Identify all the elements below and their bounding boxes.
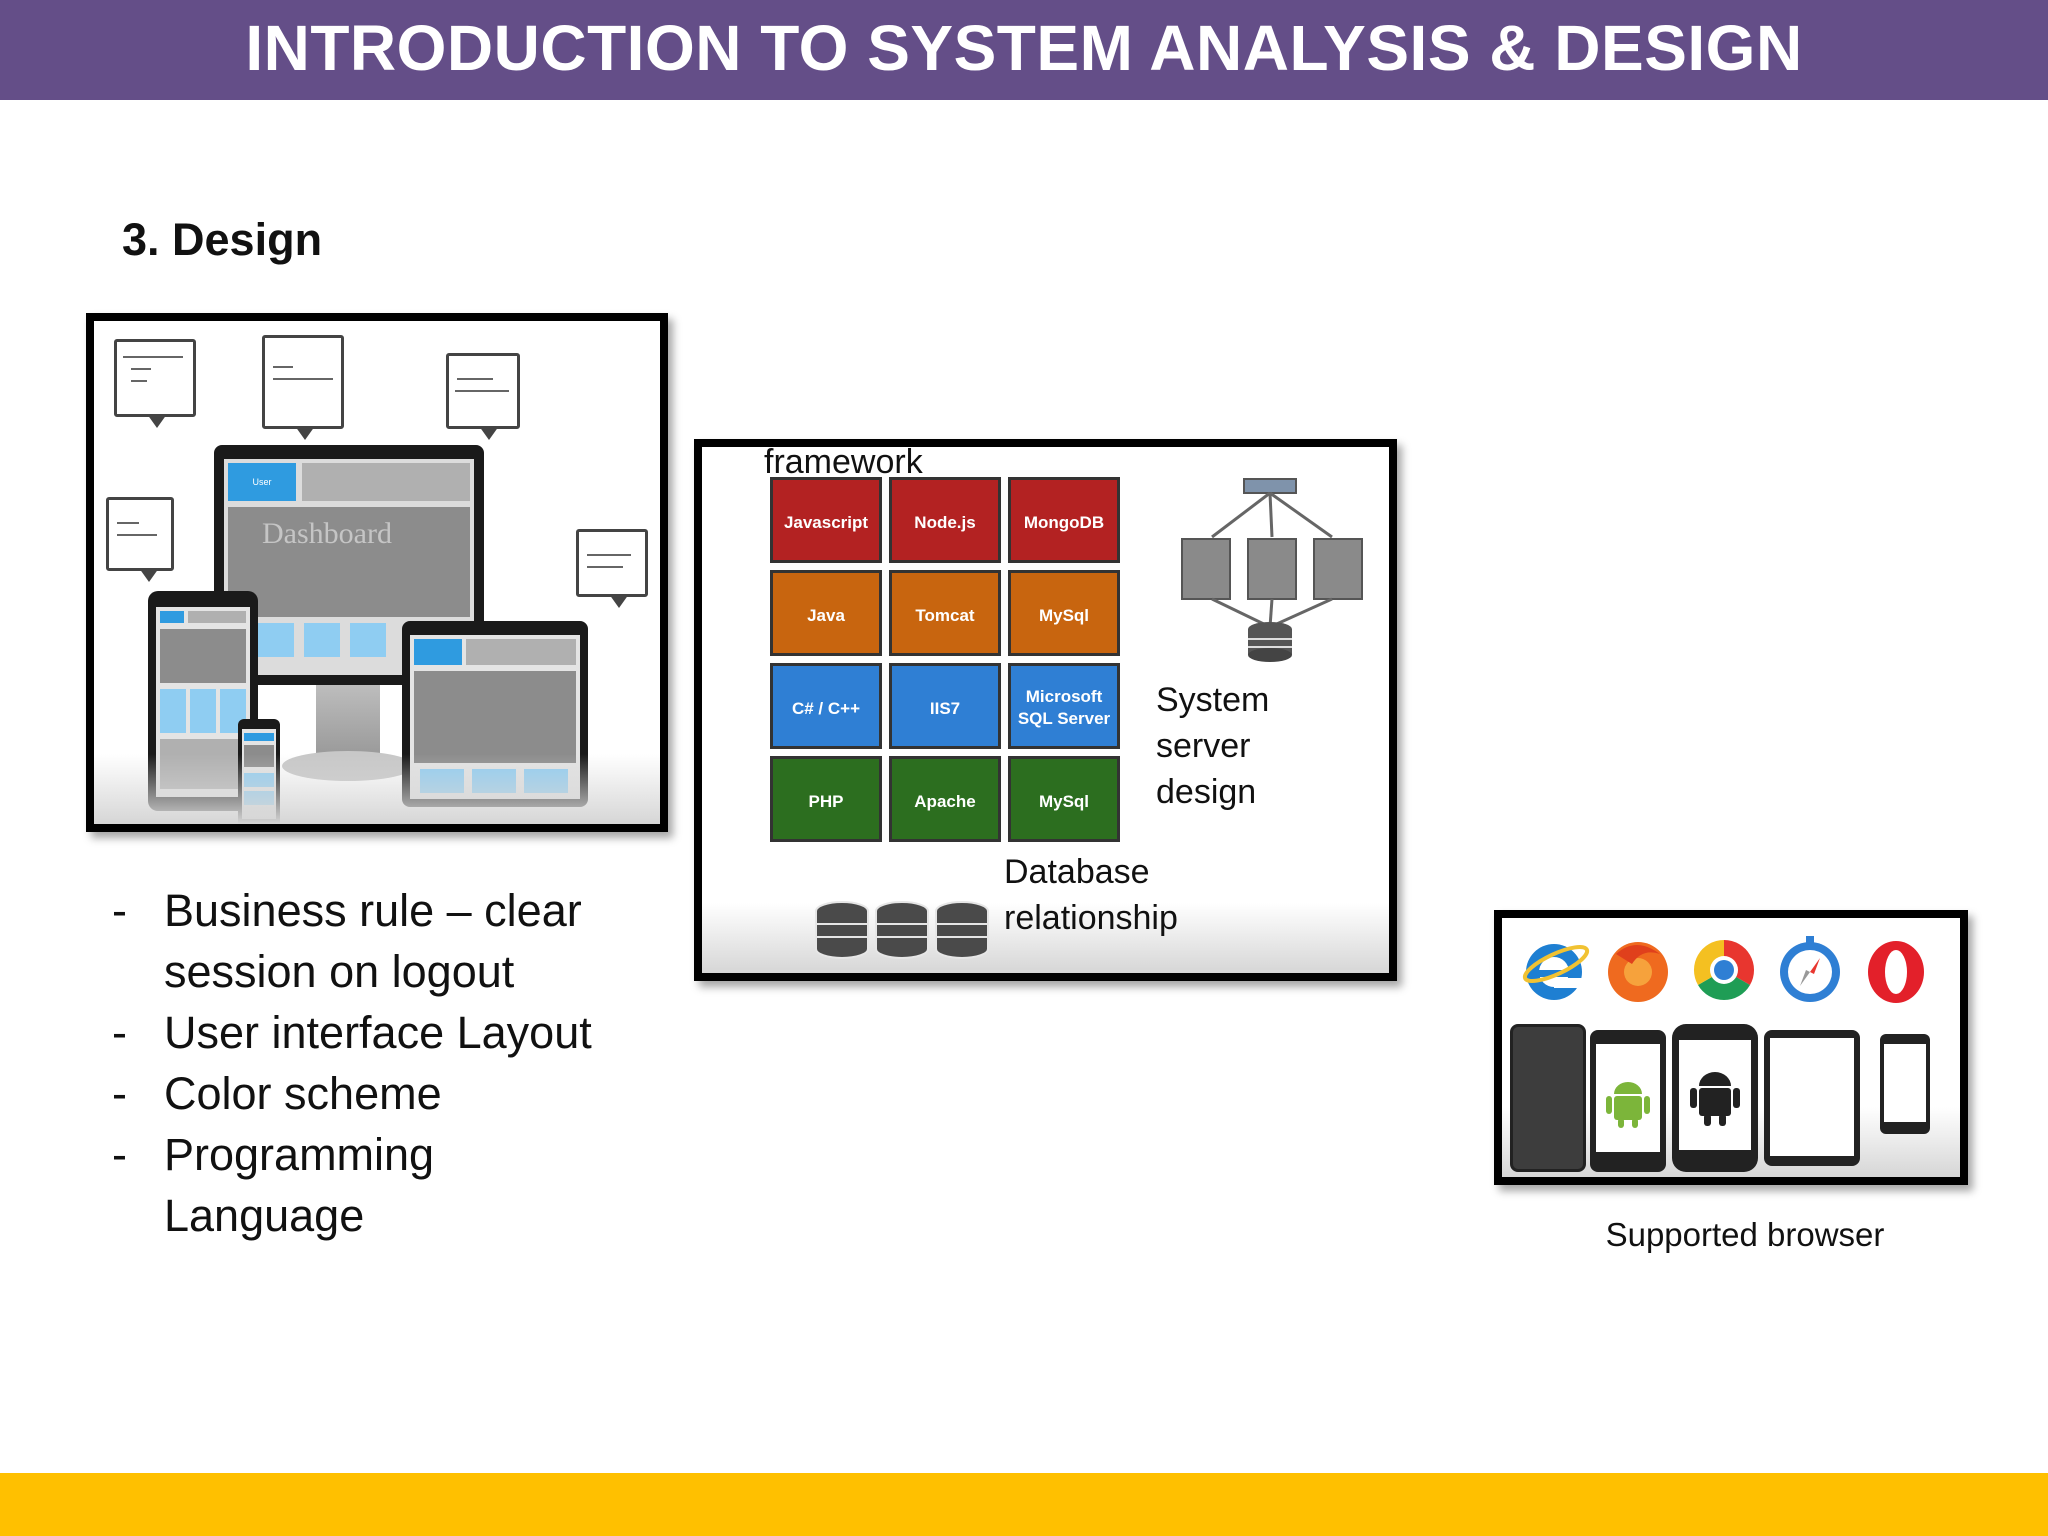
- chrome-icon: [1688, 934, 1760, 1006]
- slide-title: INTRODUCTION TO SYSTEM ANALYSIS & DESIGN: [245, 12, 1803, 84]
- speech-bubble: [106, 497, 174, 582]
- supported-browser-caption: Supported browser: [1605, 1216, 1885, 1253]
- stack-cell: Node.js: [889, 477, 1001, 563]
- desktop-monitor: User Registration Dashboard: [214, 445, 484, 685]
- speech-bubble: [446, 353, 520, 440]
- screen-tab: User Registration: [228, 463, 296, 501]
- bullet-text: User interface Layout: [164, 1007, 592, 1058]
- phone-device: [1510, 1024, 1586, 1172]
- stack-cell: Apache: [889, 756, 1001, 842]
- stack-cell: Tomcat: [889, 570, 1001, 656]
- stack-cell: Javascript: [770, 477, 882, 563]
- stack-cell: C# / C++: [770, 663, 882, 749]
- tablet-device: [1764, 1030, 1860, 1166]
- server-cluster-icon: [1172, 477, 1372, 667]
- list-item: -Programming Language: [112, 1124, 632, 1246]
- monitor-stand: [316, 685, 380, 755]
- framework-label: framework: [764, 443, 923, 481]
- database-icons: [814, 899, 994, 961]
- database-relationship-label: Database relationship: [1004, 853, 1178, 937]
- firefox-icon: [1602, 934, 1674, 1006]
- ui-design-illustration: User Registration Dashboard: [86, 313, 668, 832]
- supported-browsers-illustration: [1494, 910, 1968, 1185]
- screen-title: Dashboard: [262, 517, 392, 550]
- list-item: -Color scheme: [112, 1063, 632, 1124]
- footer-bar: [0, 1473, 2048, 1536]
- stack-cell: MySql: [1008, 756, 1120, 842]
- phone-device: [1880, 1034, 1930, 1134]
- speech-bubble: [262, 335, 344, 440]
- bullet-text: Business rule – clear session on logout: [164, 885, 582, 997]
- stack-cell: Microsoft SQL Server: [1008, 663, 1120, 749]
- stack-cell: MongoDB: [1008, 477, 1120, 563]
- list-item: -User interface Layout: [112, 1002, 632, 1063]
- server-design-label: System server design: [1156, 681, 1270, 811]
- internet-explorer-icon: [1518, 934, 1590, 1006]
- stack-cell: PHP: [770, 756, 882, 842]
- safari-icon: [1774, 934, 1846, 1006]
- stack-cell: IIS7: [889, 663, 1001, 749]
- speech-bubble: [114, 339, 196, 428]
- section-heading: 3. Design: [122, 214, 323, 265]
- list-item: -Business rule – clear session on logout: [112, 880, 632, 1002]
- stack-cell: MySql: [1008, 570, 1120, 656]
- speech-bubble: [576, 529, 648, 608]
- bullet-text: Color scheme: [164, 1068, 442, 1119]
- design-bullet-list: -Business rule – clear session on logout…: [112, 880, 632, 1246]
- bullet-text: Programming Language: [164, 1129, 435, 1241]
- opera-icon: [1860, 934, 1932, 1006]
- stack-cell: Java: [770, 570, 882, 656]
- android-phone-device: [1590, 1030, 1666, 1172]
- android-phone-device: [1672, 1024, 1758, 1172]
- title-bar: INTRODUCTION TO SYSTEM ANALYSIS & DESIGN: [0, 0, 2048, 100]
